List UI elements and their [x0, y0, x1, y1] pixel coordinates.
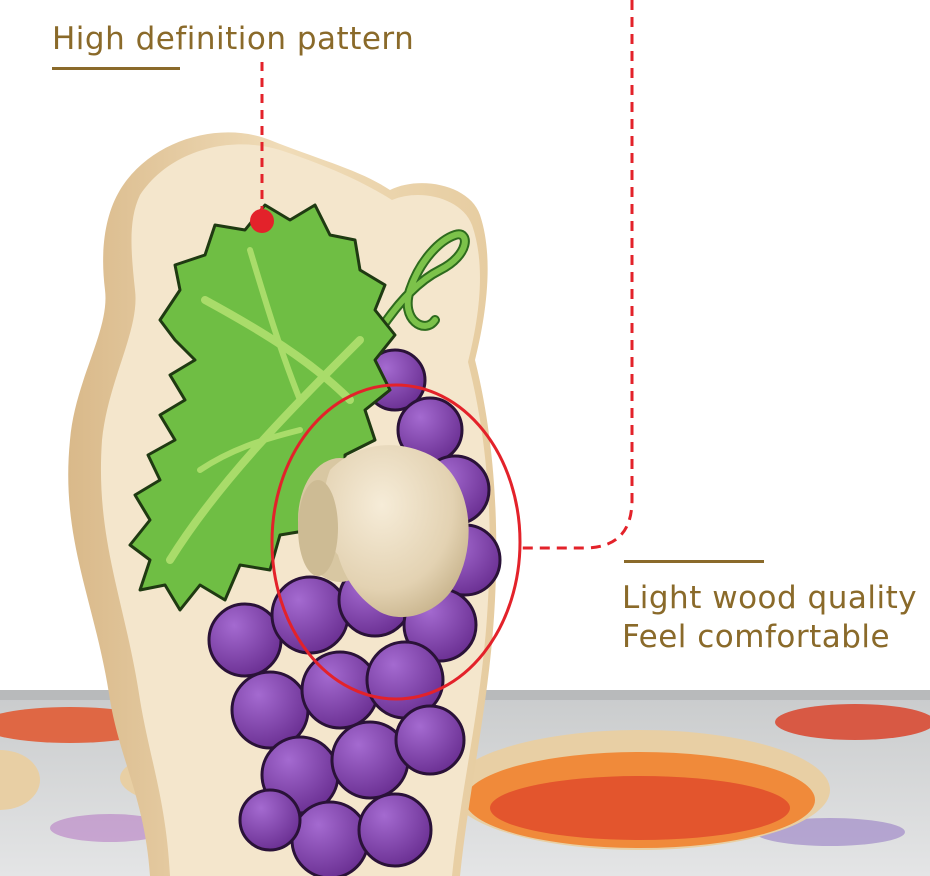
pattern-callout [250, 62, 274, 233]
red-dot-icon [250, 209, 274, 233]
pattern-caption-underline [52, 67, 180, 70]
wooden-grape-peg [68, 132, 502, 876]
wood-caption-rule [624, 560, 764, 563]
wood-caption-line1: Light wood quality [622, 580, 918, 616]
wooden-knob [298, 445, 469, 618]
circle-outline-icon [270, 383, 522, 701]
wood-callout [270, 0, 634, 701]
pattern-caption: High definition pattern [52, 21, 415, 57]
wood-caption-line2: Feel comfortable [622, 619, 891, 655]
